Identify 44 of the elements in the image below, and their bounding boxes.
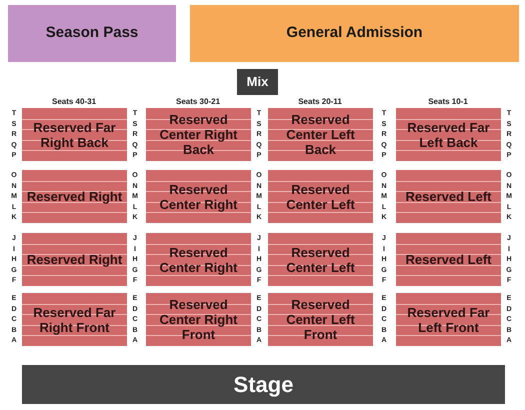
- seat-range-label: Seats 10-1: [427, 96, 469, 108]
- seating-section: [396, 233, 501, 286]
- section-name: Reserved Far Left Front: [406, 304, 491, 334]
- section-name: General Admission: [285, 23, 424, 44]
- seating-section: [268, 170, 373, 223]
- general-admission-area: [190, 5, 519, 62]
- seating-section: [22, 233, 127, 286]
- seating-section: [22, 293, 127, 346]
- mix-booth: [237, 69, 278, 95]
- section-name: Reserved Left: [404, 252, 492, 267]
- seat-range-label: Seats 40-31: [50, 96, 98, 108]
- section-name: Mix: [246, 73, 270, 92]
- section-name: Reserved Center Left: [285, 182, 356, 212]
- section-name: Reserved Far Right Back: [32, 120, 117, 150]
- section-name: Season Pass: [44, 23, 140, 44]
- section-name: Reserved Center Right: [158, 244, 238, 274]
- section-name: Stage: [232, 371, 294, 399]
- section-name: Reserved Center Left Back: [285, 112, 356, 157]
- seat-range-label: Seats 30-21: [174, 96, 222, 108]
- seating-section: [146, 233, 251, 286]
- seating-section: [396, 108, 501, 161]
- seating-section: [396, 170, 501, 223]
- section-name: Reserved Center Left: [285, 244, 356, 274]
- section-name: Reserved Center Right: [158, 182, 238, 212]
- section-name: Reserved Right: [26, 252, 124, 267]
- section-name: Reserved Far Left Back: [406, 120, 491, 150]
- section-name: Reserved Center Right Front: [158, 297, 238, 342]
- section-name: Reserved Far Right Front: [32, 304, 117, 334]
- seating-section: [268, 233, 373, 286]
- seating-section: [146, 108, 251, 161]
- seating-section: [268, 293, 373, 346]
- section-name: Reserved Center Left Front: [285, 297, 356, 342]
- section-name: Reserved Right: [26, 189, 124, 204]
- seating-section: [146, 293, 251, 346]
- section-name: Reserved Left: [404, 189, 492, 204]
- seating-section: [22, 108, 127, 161]
- seating-section: [396, 293, 501, 346]
- seating-section: [22, 170, 127, 223]
- seat-range-label: Seats 20-11: [297, 96, 343, 108]
- seating-section: [146, 170, 251, 223]
- section-name: Reserved Center Right Back: [158, 112, 238, 157]
- stage: [22, 365, 505, 404]
- season-pass-area: [8, 5, 176, 62]
- seating-section: [268, 108, 373, 161]
